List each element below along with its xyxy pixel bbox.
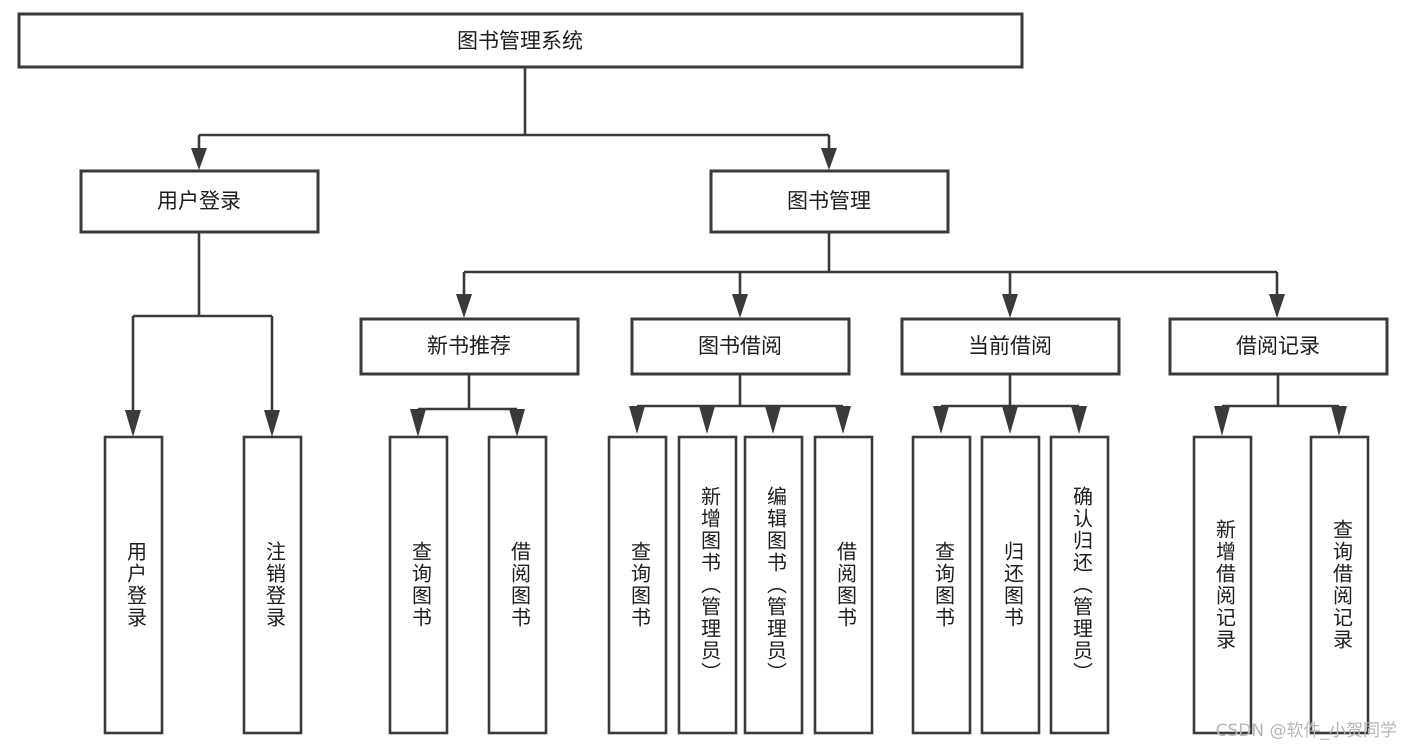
leaf-node-borrow-books-2[interactable]: 借阅图书	[813, 435, 874, 735]
node-book-management[interactable]: 图书管理	[709, 169, 950, 234]
arrow-newbook-leaf2	[509, 409, 525, 437]
arrow-borrowrecord-leaf1	[1214, 406, 1230, 436]
leaf-query-books-2-label: 查询图书	[628, 541, 652, 629]
node-user-login[interactable]: 用户登录	[79, 169, 320, 234]
leaf-borrow-books-2-box	[813, 435, 874, 735]
leaf-node-query-books-1[interactable]: 查询图书	[388, 435, 449, 735]
node-current-borrow[interactable]: 当前借阅	[900, 317, 1121, 376]
leaf-node-query-record[interactable]: 查询借阅记录	[1309, 435, 1370, 735]
leaf-confirm-return-label: 确认归还（管理员）	[1070, 486, 1094, 684]
leaf-add-book-box	[677, 435, 738, 735]
arrow-bookborrow-leaf4	[835, 406, 851, 434]
arrow-currentborrow-leaf1	[933, 406, 949, 434]
arrow-to-userlogin	[191, 148, 207, 170]
arrow-to-bookborrow	[732, 294, 748, 318]
leaf-node-add-record[interactable]: 新增借阅记录	[1192, 435, 1253, 735]
leaf-borrow-books-1-box	[487, 435, 548, 735]
leaf-user-login-label: 用户登录	[124, 541, 148, 629]
new-book-recommend-label: 新书推荐	[427, 334, 511, 358]
leaf-node-add-book[interactable]: 新增图书（管理员）	[677, 435, 738, 735]
leaf-add-book-label: 新增图书（管理员）	[698, 486, 722, 684]
leaf-query-books-3-label: 查询图书	[932, 541, 956, 629]
leaf-return-book-label: 归还图书	[1001, 541, 1025, 629]
leaf-query-books-2-box	[607, 435, 668, 735]
book-management-box	[709, 169, 950, 234]
node-borrow-record[interactable]: 借阅记录	[1168, 317, 1389, 376]
leaf-borrow-books-2-label: 借阅图书	[834, 541, 858, 629]
leaf-node-borrow-books-1[interactable]: 借阅图书	[487, 435, 548, 735]
arrow-newbook-leaf1	[410, 409, 426, 437]
leaf-edit-book-box	[743, 435, 804, 735]
current-borrow-box	[900, 317, 1121, 376]
node-root-system[interactable]: 图书管理系统	[17, 12, 1024, 69]
arrow-bookborrow-leaf2	[699, 406, 715, 434]
leaf-node-edit-book[interactable]: 编辑图书（管理员）	[743, 435, 804, 735]
arrow-bookborrow-leaf1	[629, 406, 645, 434]
leaf-user-login-box	[103, 435, 164, 735]
leaf-node-user-login[interactable]: 用户登录	[103, 435, 164, 735]
leaf-query-books-1-box	[388, 435, 449, 735]
book-management-label: 图书管理	[787, 189, 871, 213]
arrow-currentborrow-leaf3	[1071, 406, 1087, 434]
arrow-to-newbook	[456, 294, 472, 318]
arrow-bookborrow-leaf3	[765, 406, 781, 434]
csdn-watermark: CSDN @软件_小贺同学	[1215, 721, 1397, 741]
arrow-userlogin-leaf1	[125, 410, 141, 437]
borrow-record-label: 借阅记录	[1236, 334, 1320, 358]
root-box	[17, 12, 1024, 69]
leaf-logout-label: 注销登录	[263, 541, 287, 629]
leaf-query-record-label: 查询借阅记录	[1330, 519, 1354, 651]
leaf-node-query-books-3[interactable]: 查询图书	[911, 435, 972, 735]
new-book-recommend-box	[359, 317, 580, 376]
current-borrow-label: 当前借阅	[968, 334, 1052, 358]
node-new-book-recommend[interactable]: 新书推荐	[359, 317, 580, 376]
leaf-return-book-box	[980, 435, 1041, 735]
leaf-add-record-box	[1192, 435, 1253, 735]
leaf-node-query-books-2[interactable]: 查询图书	[607, 435, 668, 735]
leaf-query-books-1-label: 查询图书	[409, 541, 433, 629]
root-label: 图书管理系统	[457, 29, 583, 53]
leaf-node-confirm-return[interactable]: 确认归还（管理员）	[1049, 435, 1110, 735]
arrow-borrowrecord-leaf2	[1331, 406, 1347, 436]
node-book-borrow[interactable]: 图书借阅	[630, 317, 851, 376]
leaf-node-logout[interactable]: 注销登录	[242, 435, 303, 735]
book-borrow-box	[630, 317, 851, 376]
leaf-node-return-book[interactable]: 归还图书	[980, 435, 1041, 735]
arrow-userlogin-leaf2	[264, 410, 280, 437]
book-borrow-label: 图书借阅	[698, 334, 782, 358]
leaf-query-record-box	[1309, 435, 1370, 735]
leaf-confirm-return-box	[1049, 435, 1110, 735]
arrow-to-currentborrow	[1002, 294, 1018, 318]
arrow-to-bookmgmt	[821, 148, 837, 170]
leaf-add-record-label: 新增借阅记录	[1213, 519, 1237, 651]
arrow-currentborrow-leaf2	[1002, 406, 1018, 434]
arrow-to-borrowrecord	[1269, 294, 1285, 318]
leaf-edit-book-label: 编辑图书（管理员）	[764, 486, 788, 684]
leaf-borrow-books-1-label: 借阅图书	[508, 541, 532, 629]
leaf-query-books-3-box	[911, 435, 972, 735]
leaf-logout-box	[242, 435, 303, 735]
borrow-record-box	[1168, 317, 1389, 376]
user-login-label: 用户登录	[157, 189, 241, 213]
